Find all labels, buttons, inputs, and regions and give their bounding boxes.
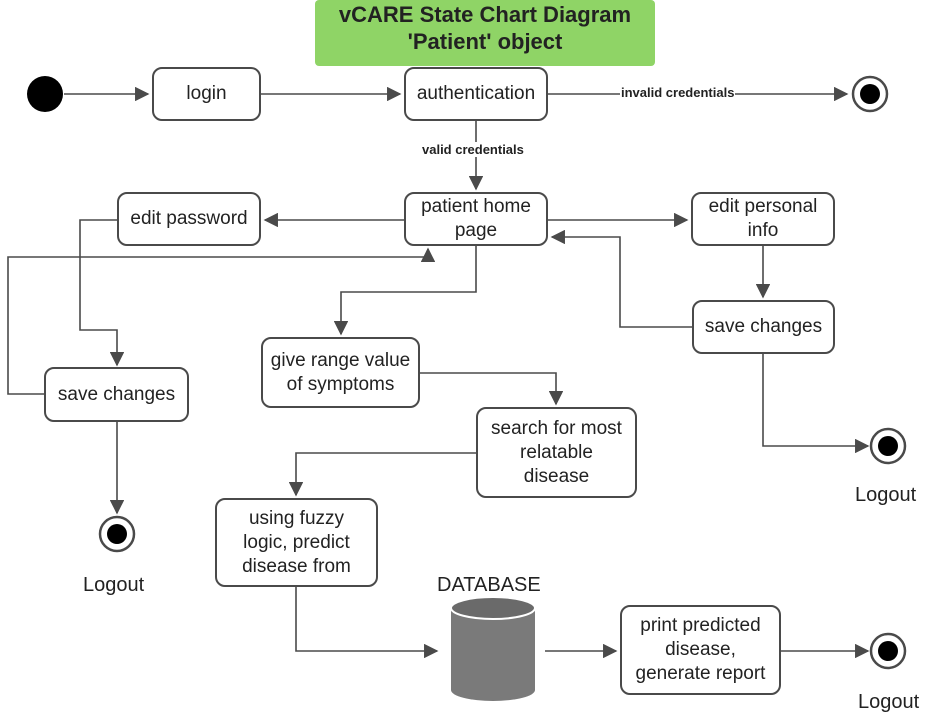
diagram-title: vCARE State Chart Diagram 'Patient' obje… <box>315 0 655 66</box>
state-save-changes-right[interactable]: save changes <box>692 300 835 354</box>
state-edit-personal-info[interactable]: edit personal info <box>691 192 835 246</box>
edge-editpwd-save <box>79 219 125 367</box>
edge-home-range <box>333 246 477 336</box>
edge-fuzzy-database <box>295 587 439 659</box>
state-search-disease[interactable]: search for most relatable disease <box>476 407 637 498</box>
state-edit-password[interactable]: edit password <box>117 192 261 246</box>
title-line-1: vCARE State Chart Diagram <box>338 2 632 27</box>
database-label: DATABASE <box>437 574 541 596</box>
final-state-logout-right <box>869 427 907 465</box>
transition-label-valid: valid credentials <box>421 142 525 157</box>
state-fuzzy-logic[interactable]: using fuzzy logic, predict disease from <box>215 498 378 587</box>
title-line-2: 'Patient' object <box>407 29 563 54</box>
state-patient-home[interactable]: patient home page <box>404 192 548 246</box>
logout-label-left: Logout <box>83 574 145 596</box>
final-state-logout-bottom <box>869 632 907 670</box>
logout-label-right: Logout <box>855 484 917 506</box>
edge-saveright-logout <box>762 354 870 454</box>
final-state-logout-left <box>98 515 136 553</box>
edge-saveright-home <box>550 229 692 328</box>
final-state-invalid <box>851 75 889 113</box>
state-authentication[interactable]: authentication <box>404 67 548 121</box>
state-give-range[interactable]: give range value of symptoms <box>261 337 420 408</box>
initial-state <box>27 76 63 112</box>
state-print-report[interactable]: print predicted disease, generate report <box>620 605 781 695</box>
edge-search-fuzzy <box>288 452 476 497</box>
logout-label-bottom: Logout <box>858 691 920 713</box>
edge-range-search <box>420 372 564 406</box>
state-save-changes-left[interactable]: save changes <box>44 367 189 422</box>
database-icon <box>450 596 536 701</box>
edge-saveleft-home <box>7 247 436 395</box>
transition-label-invalid: invalid credentials <box>620 85 736 100</box>
state-login[interactable]: login <box>152 67 261 121</box>
